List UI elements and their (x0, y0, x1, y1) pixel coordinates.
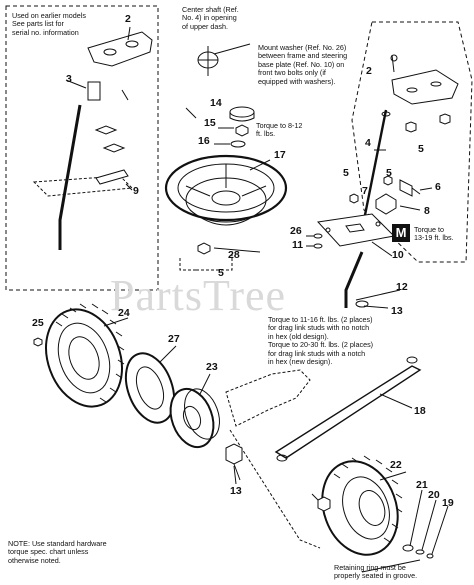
inner-tube (124, 352, 176, 424)
callout-21: 21 (416, 479, 428, 491)
callout-25: 25 (32, 317, 44, 329)
front-tire-left (45, 303, 125, 408)
callout-12: 12 (396, 281, 408, 293)
callout-5: 5 (418, 143, 424, 155)
callout-6: 6 (435, 181, 441, 193)
callout-5: 5 (218, 267, 224, 279)
callout-5: 5 (386, 167, 392, 179)
upper-mount-plate (391, 69, 459, 105)
callout-23: 23 (206, 361, 218, 373)
callout-18: 18 (414, 405, 426, 417)
note-torque-8-12: Torque to 8-12 ft. lbs. (256, 121, 303, 139)
front-tire-right (321, 455, 403, 556)
callout-16: 16 (198, 135, 210, 147)
note-torque-drag-link: Torque to 11-16 ft. lbs. (2 places) for … (268, 315, 374, 367)
tie-rod (274, 365, 422, 459)
earlier-models-inset-box (5, 5, 159, 291)
drag-link (344, 251, 364, 308)
wheel-rim (169, 387, 215, 449)
callout-13: 13 (230, 485, 242, 497)
callout-8: 8 (424, 205, 430, 217)
callout-22: 22 (390, 459, 402, 471)
callout-24: 24 (118, 307, 130, 319)
callout-28: 28 (228, 249, 240, 261)
torque-badge: M (392, 224, 410, 242)
callout-2: 2 (125, 13, 131, 25)
front-axle-frame (225, 369, 311, 427)
callout-11: 11 (292, 239, 304, 251)
callout-15: 15 (204, 117, 216, 129)
note-hardware: NOTE: Use standard hardware torque spec.… (8, 539, 107, 565)
steering-assembly-outline (351, 21, 473, 263)
steering-cap (229, 106, 255, 118)
inset-shaft (58, 104, 82, 250)
callout-19: 19 (442, 497, 454, 509)
callout-26: 26 (290, 225, 302, 237)
watermark: PartsTree (110, 271, 287, 320)
steering-shaft (362, 109, 388, 221)
callout-5: 5 (343, 167, 349, 179)
callout-14: 14 (210, 97, 222, 109)
callout-13: 13 (391, 305, 403, 317)
inset-bushing (87, 81, 101, 101)
callout-4: 4 (365, 137, 371, 149)
steering-wheel (164, 154, 288, 226)
note-torque-13-19: Torque to 13-19 ft. lbs. (414, 225, 454, 243)
callout-7: 7 (362, 185, 368, 197)
steering-base-plate (316, 213, 396, 247)
note-mount-washer: Mount washer (Ref. No. 26) between frame… (258, 43, 348, 86)
note-earlier-models: Used on earlier models See parts list fo… (12, 11, 86, 37)
callout-10: 10 (392, 249, 404, 261)
note-center-shaft: Center shaft (Ref. No. 4) in opening of … (182, 5, 239, 31)
inset-bracket (87, 31, 153, 67)
callout-17: 17 (274, 149, 286, 161)
note-retaining-ring: Retaining ring must be properly seated i… (334, 563, 418, 581)
callout-20: 20 (428, 489, 440, 501)
callout-9: 9 (133, 185, 139, 197)
inset-plate (32, 175, 134, 197)
callout-3: 3 (66, 73, 72, 85)
callout-2: 2 (366, 65, 372, 77)
callout-27: 27 (168, 333, 180, 345)
